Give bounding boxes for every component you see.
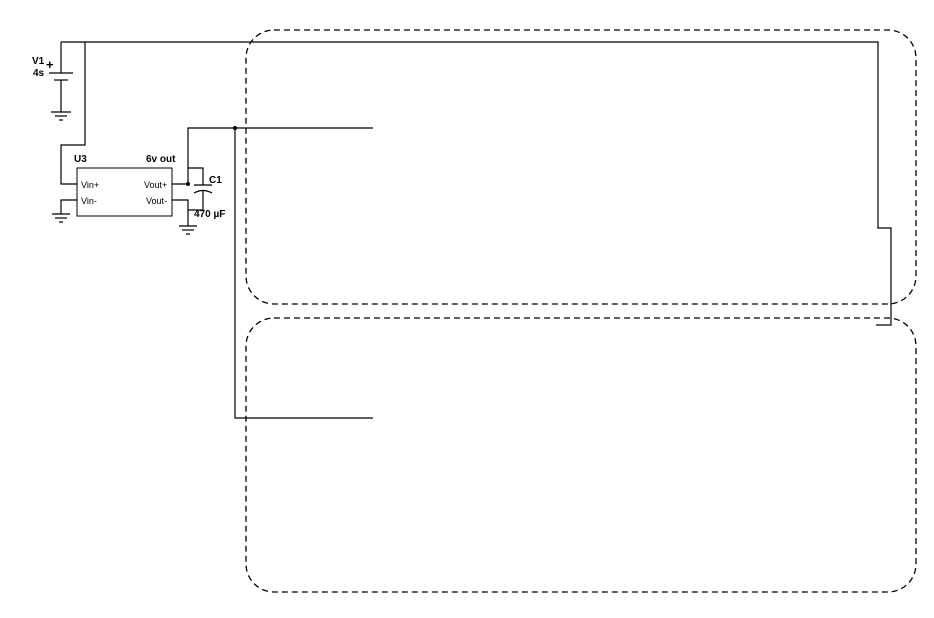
battery-plus-sign: + (46, 57, 54, 72)
ground-symbol (179, 225, 197, 235)
battery-value: 4s (33, 68, 45, 79)
junction-dot (186, 182, 190, 186)
capacitor-c1: C1 470 µF (188, 167, 225, 220)
regulator-out-ground-wire (172, 199, 189, 226)
six-volt-rail (172, 127, 373, 419)
battery-v1: V1 4s + (32, 42, 73, 121)
regulator-u3: U3 6v out Vin+ Vin- Vout+ Vout- (74, 154, 176, 217)
regulator-pin-vout-plus: Vout+ (144, 180, 167, 190)
capacitor-name: C1 (209, 175, 222, 186)
stage-2-group: U2 Arduino Nano RST D2 D3 D12 Vin GND D1… (245, 317, 917, 593)
stage-1-group: U1 Arduino Nano RST D2 D3 D12 Vin GND D1… (245, 29, 917, 305)
regulator-out-label: 6v out (146, 154, 176, 165)
ground-symbol (52, 213, 70, 223)
junction-dot (233, 126, 237, 130)
battery-name: V1 (32, 56, 45, 67)
supply-feed (60, 42, 86, 185)
regulator-pin-vout-minus: Vout- (146, 196, 167, 206)
regulator-pin-vin-plus: Vin+ (81, 180, 99, 190)
regulator-pin-vin-minus: Vin- (81, 196, 97, 206)
regulator-ground-wire (60, 199, 77, 214)
stage-boundary: U1 Arduino Nano RST D2 D3 D12 Vin GND D1… (245, 29, 917, 305)
capacitor-value: 470 µF (194, 209, 225, 220)
regulator-name: U3 (74, 154, 87, 165)
positive-rail (61, 41, 892, 326)
stage-boundary: U2 Arduino Nano RST D2 D3 D12 Vin GND D1… (245, 317, 917, 593)
